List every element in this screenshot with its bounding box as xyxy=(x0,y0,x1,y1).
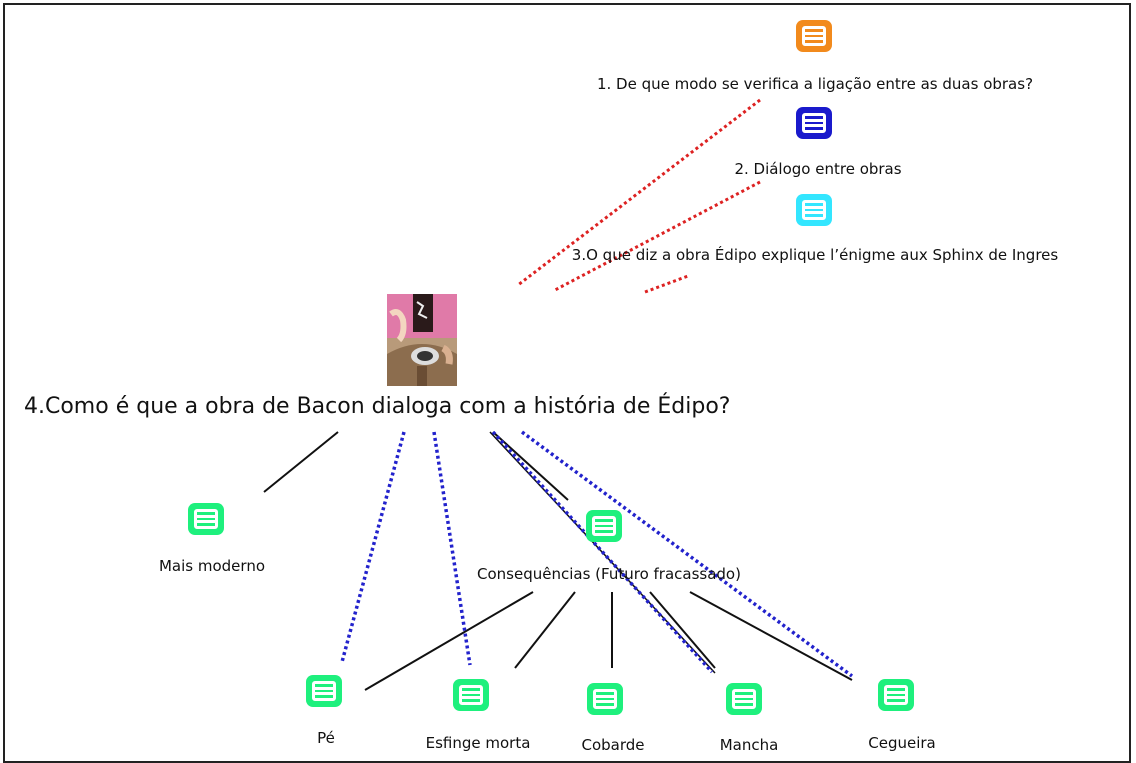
cegueira-label[interactable]: Cegueira xyxy=(868,734,936,752)
q3-note-icon[interactable] xyxy=(796,194,832,226)
esfinge-morta-label[interactable]: Esfinge morta xyxy=(425,734,531,752)
link-red-1 xyxy=(517,98,761,287)
pe-note-icon[interactable] xyxy=(306,675,342,707)
mind-map-canvas xyxy=(3,3,1131,763)
esfinge-morta-note-icon[interactable] xyxy=(453,679,489,711)
link-blue-mancha xyxy=(491,430,714,674)
cegueira-note-icon[interactable] xyxy=(878,679,914,711)
cobarde-label[interactable]: Cobarde xyxy=(581,736,645,754)
link-black-pe xyxy=(364,591,534,691)
link-red-2 xyxy=(554,180,761,292)
mancha-note-icon[interactable] xyxy=(726,683,762,715)
link-black-consequencias xyxy=(492,431,569,501)
q4-main-topic[interactable]: 4.Como é que a obra de Bacon dialoga com… xyxy=(24,394,731,419)
link-black-cegueira xyxy=(689,591,853,681)
mais-moderno-note-icon[interactable] xyxy=(188,503,224,535)
painting-thumbnail[interactable] xyxy=(387,294,457,386)
link-black-mais-moderno xyxy=(263,431,339,493)
link-red-3 xyxy=(644,274,689,294)
cobarde-note-icon[interactable] xyxy=(587,683,623,715)
q2-note-icon[interactable] xyxy=(796,107,832,139)
pe-label[interactable]: Pé xyxy=(317,729,335,747)
q1-note-icon[interactable] xyxy=(796,20,832,52)
q3-label[interactable]: 3.O que diz a obra Édipo explique l’énig… xyxy=(571,246,1059,264)
consequencias-note-icon[interactable] xyxy=(586,510,622,542)
q1-label[interactable]: 1. De que modo se verifica a ligação ent… xyxy=(596,75,1034,93)
consequencias-label[interactable]: Consequências (Futuro fracassado) xyxy=(477,565,741,583)
link-blue-cegueira xyxy=(520,430,854,678)
link-blue-pe xyxy=(340,431,406,663)
link-black-esfinge xyxy=(514,591,576,669)
link-blue-esfinge xyxy=(432,431,472,666)
link-black-mancha xyxy=(649,591,716,669)
mais-moderno-label[interactable]: Mais moderno xyxy=(158,557,266,575)
q2-label[interactable]: 2. Diálogo entre obras xyxy=(734,160,902,178)
mancha-label[interactable]: Mancha xyxy=(719,736,779,754)
